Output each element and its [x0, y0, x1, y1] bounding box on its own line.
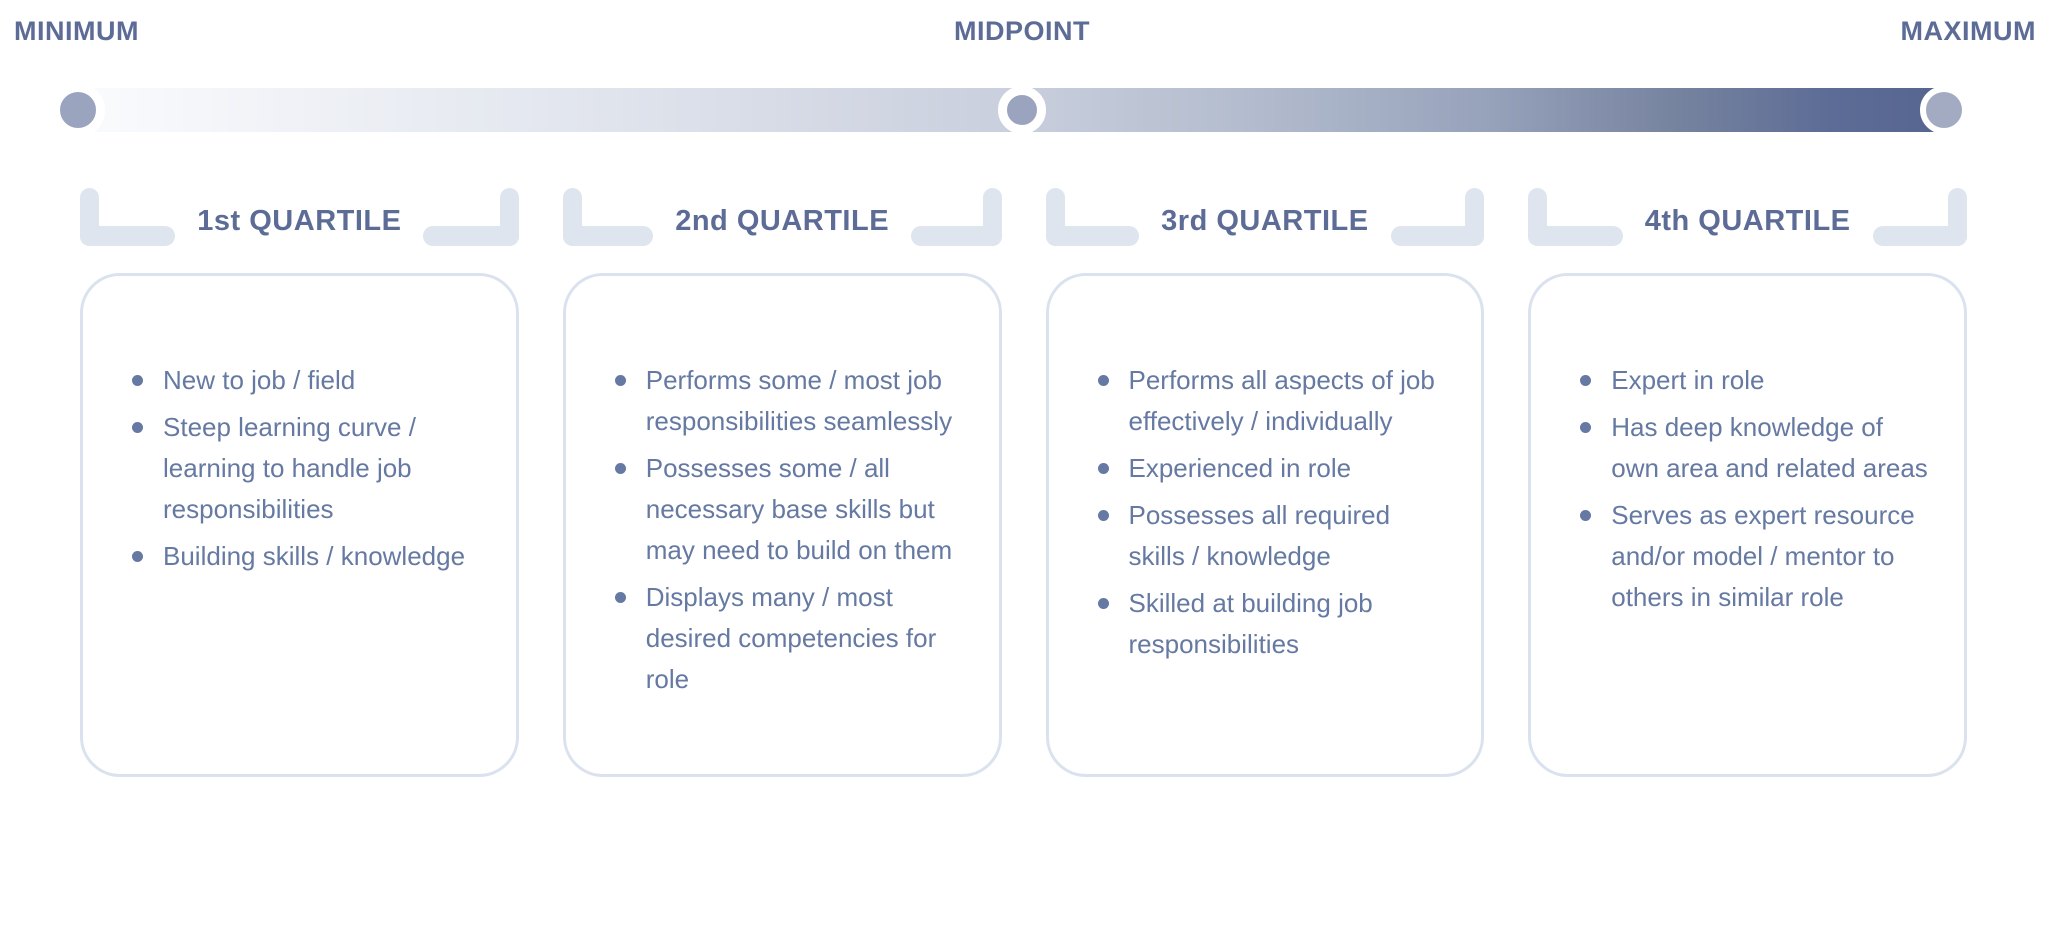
maximum-marker-dot: [1920, 86, 1968, 134]
midpoint-marker-dot: [998, 86, 1046, 134]
quartile-title: 3rd QUARTILE: [1161, 205, 1369, 237]
bracket-right-decoration: [423, 188, 519, 246]
bracket-right-decoration: [1872, 188, 1967, 246]
bracket-right-decoration: [1390, 188, 1485, 246]
bullet-item: Performs some / most job responsibilitie…: [612, 360, 971, 442]
range-gradient-bar: [51, 83, 1968, 137]
bracket-left-decoration: [80, 188, 176, 246]
bullet-item: Possesses all required skills / knowledg…: [1095, 495, 1454, 577]
bullet-item: Possesses some / all necessary base skil…: [612, 448, 971, 571]
bullet-item: Steep learning curve / learning to handl…: [129, 407, 488, 530]
bullet-item: Experienced in role: [1095, 448, 1454, 489]
bracket-left-decoration: [562, 188, 654, 246]
bullet-item: Skilled at building job responsibilities: [1095, 583, 1454, 665]
quartile-column-2: 2nd QUARTILE Performs some / most job re…: [562, 188, 1002, 777]
quartile-header: 2nd QUARTILE: [562, 188, 1002, 246]
bullet-list: Performs some / most job responsibilitie…: [612, 360, 971, 700]
maximum-label: MAXIMUM: [1900, 16, 2036, 46]
bullet-item: Building skills / knowledge: [129, 536, 488, 577]
bracket-right-decoration: [911, 188, 1002, 246]
bullet-item: New to job / field: [129, 360, 488, 401]
quartile-card: Performs all aspects of job effectively …: [1045, 273, 1485, 777]
quartile-header: 1st QUARTILE: [80, 188, 519, 246]
minimum-marker-dot: [51, 83, 105, 137]
bullet-item: Serves as expert resource and/or model /…: [1577, 495, 1936, 618]
bullet-item: Displays many / most desired competencie…: [612, 577, 971, 700]
bracket-left-decoration: [1528, 188, 1623, 246]
minimum-label: MINIMUM: [14, 16, 139, 46]
midpoint-label: MIDPOINT: [954, 16, 1090, 46]
bullet-item: Performs all aspects of job effectively …: [1095, 360, 1454, 442]
bracket-left-decoration: [1045, 188, 1140, 246]
bullet-item: Expert in role: [1577, 360, 1936, 401]
quartile-title: 2nd QUARTILE: [675, 205, 890, 237]
quartile-title: 4th QUARTILE: [1644, 205, 1851, 237]
quartile-header: 3rd QUARTILE: [1045, 188, 1485, 246]
quartile-header: 4th QUARTILE: [1528, 188, 1967, 246]
bullet-item: Has deep knowledge of own area and relat…: [1577, 407, 1936, 489]
bullet-list: Performs all aspects of job effectively …: [1095, 360, 1454, 665]
quartile-card: Performs some / most job responsibilitie…: [562, 273, 1002, 777]
quartile-column-3: 3rd QUARTILE Performs all aspects of job…: [1045, 188, 1485, 777]
quartile-title: 1st QUARTILE: [197, 205, 402, 237]
